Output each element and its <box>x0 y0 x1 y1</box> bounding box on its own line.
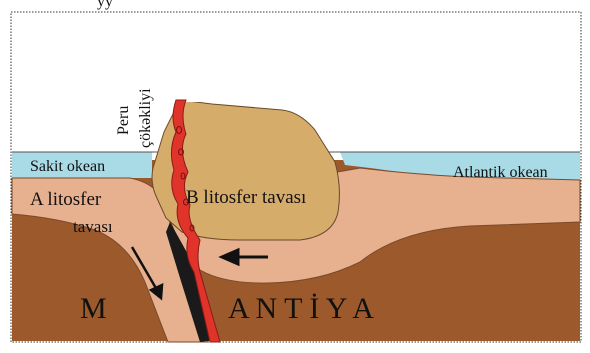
mantle-label-m: M <box>80 292 107 325</box>
pacific-ocean-label: Sakit okean <box>30 158 105 175</box>
plate-a-label-line1: A litosfer <box>30 189 102 210</box>
trench-label-line2: çökəkliyi <box>137 88 154 148</box>
mantle-label-rest: A N T İ Y A <box>228 292 374 325</box>
plate-b-label: B litosfer tavası <box>186 187 306 208</box>
trench-gap <box>180 40 212 102</box>
clipped-top-text: yy <box>97 0 113 10</box>
plate-a-label-line2: tavası <box>73 217 113 236</box>
trench-label-line1: Peru <box>115 106 132 135</box>
atlantic-ocean-label: Atlantik okean <box>453 164 548 181</box>
